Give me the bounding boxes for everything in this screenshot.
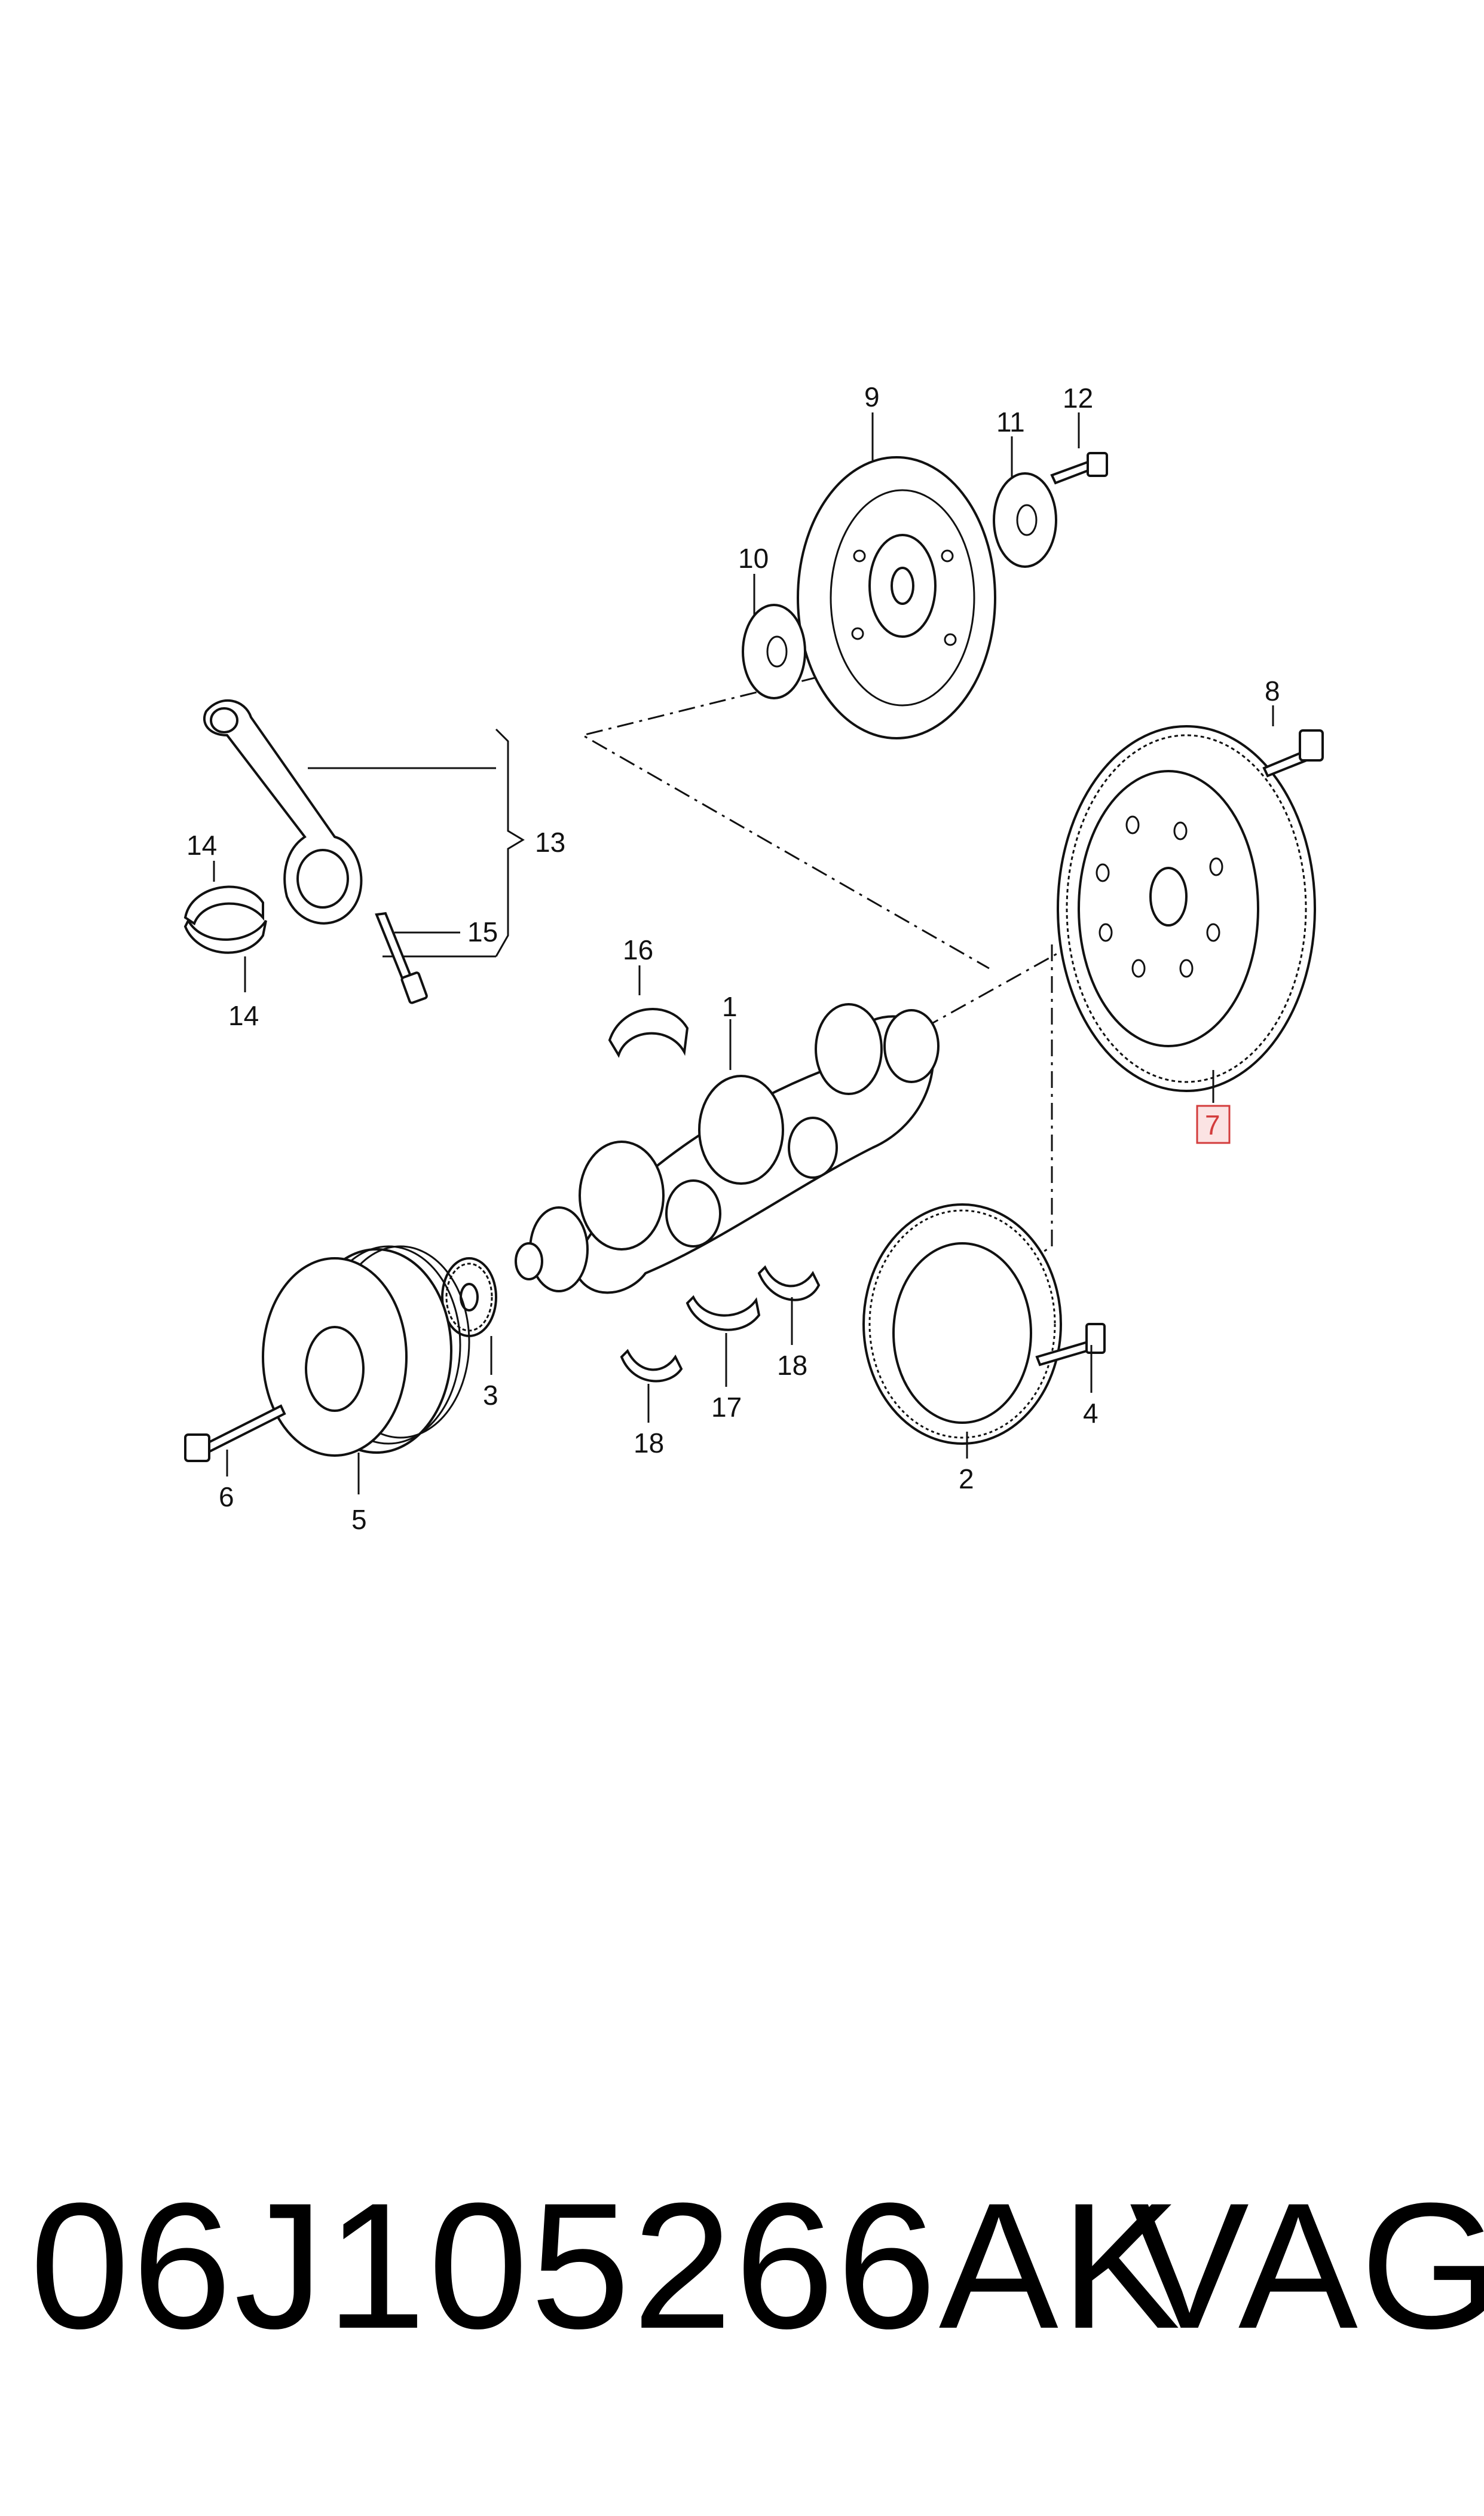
label-14-bottom: 14 [228, 1000, 259, 1031]
label-18-right: 18 [777, 1350, 807, 1381]
label-16: 16 [623, 934, 653, 965]
label-14-top: 14 [186, 830, 217, 861]
label-1: 1 [722, 991, 738, 1022]
label-6: 6 [219, 1481, 234, 1512]
label-17: 17 [711, 1392, 742, 1423]
highlight-box-7 [1196, 1105, 1231, 1144]
brand-name: VAG [1130, 2165, 1484, 2366]
label-12: 12 [1063, 383, 1093, 414]
conrod-bearing-shells [183, 885, 267, 954]
starter-ring-gear [862, 1203, 1062, 1445]
flywheel-bolt [1262, 729, 1324, 778]
shim-plate-outer [993, 472, 1057, 568]
label-4: 4 [1083, 1398, 1099, 1429]
label-13: 13 [535, 827, 565, 858]
drive-plate [797, 456, 996, 739]
shim-plate-inner [742, 604, 806, 699]
label-7-highlighted: 7 [1205, 1109, 1220, 1141]
label-18-left: 18 [634, 1427, 664, 1459]
label-5: 5 [351, 1504, 367, 1535]
thrust-washer-left [620, 1349, 683, 1383]
drive-plate-bolt [1050, 452, 1108, 485]
label-8: 8 [1265, 675, 1280, 707]
label-3: 3 [483, 1380, 498, 1411]
vibration-damper [262, 1245, 470, 1457]
damper-bolt [184, 1404, 286, 1462]
thrust-washer-right [757, 1265, 821, 1301]
label-15: 15 [467, 916, 498, 947]
label-11: 11 [996, 406, 1025, 438]
label-2: 2 [959, 1463, 974, 1494]
connecting-rod [203, 699, 363, 925]
main-bearing-upper-shell [608, 1008, 689, 1058]
callout-labels: 1 2 3 4 5 6 8 9 10 11 12 13 14 14 15 16 … [186, 381, 1280, 1535]
part-number: 06J105266AK [30, 2165, 1183, 2366]
crankshaft [515, 1003, 940, 1294]
label-9: 9 [864, 381, 880, 412]
main-bearing-lower-shell [686, 1295, 761, 1331]
label-10: 10 [738, 543, 769, 574]
dual-mass-flywheel [1057, 725, 1316, 1092]
conrod-bolt [375, 912, 428, 1004]
